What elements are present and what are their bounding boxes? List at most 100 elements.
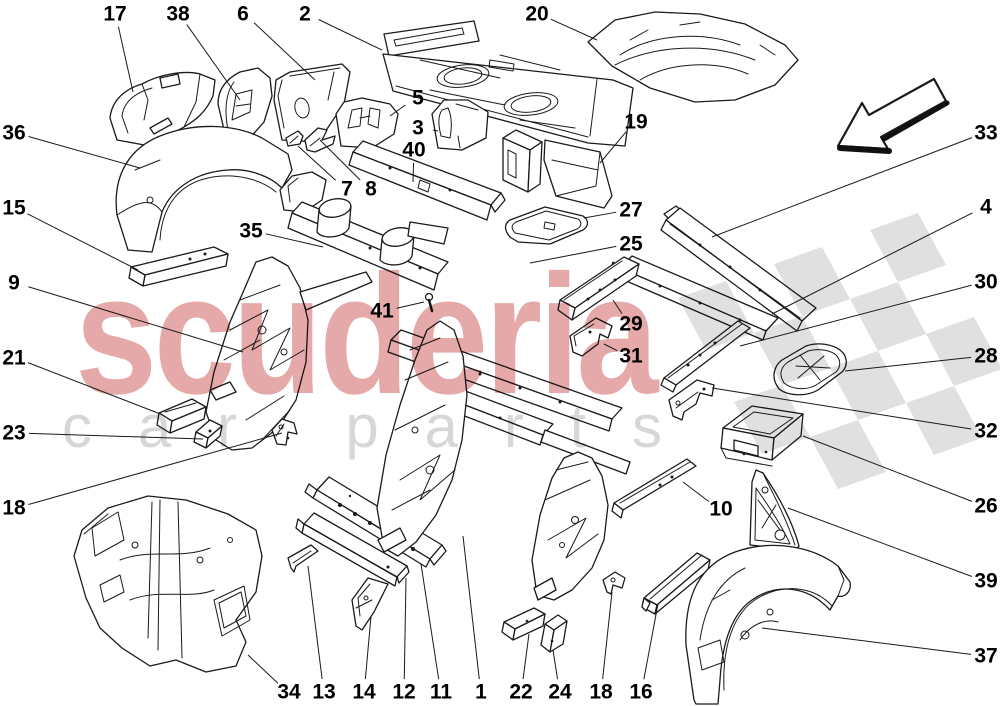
leader-line-37	[761, 627, 972, 655]
part-label-8: 8	[365, 178, 377, 201]
part-1-rear-frame-assembly	[376, 320, 631, 601]
part-15-sill-rail	[128, 246, 229, 287]
part-18-angle-bracket-left	[271, 418, 298, 446]
leader-line-12	[403, 577, 407, 680]
part-label-37: 37	[974, 645, 997, 668]
part-3-panel	[431, 99, 489, 151]
part-14-strut	[351, 577, 389, 631]
part-label-30: 30	[974, 271, 997, 294]
part-label-12: 12	[392, 681, 415, 704]
flag-cell	[850, 282, 926, 351]
part-label-35: 35	[239, 220, 263, 243]
part-36-wheel-arch	[115, 125, 293, 253]
part-7-bracket	[285, 130, 304, 147]
leader-line-2	[318, 19, 383, 51]
part-label-21: 21	[2, 347, 26, 370]
part-label-23: 23	[2, 422, 25, 445]
leader-line-40	[412, 162, 415, 183]
part-label-38: 38	[166, 3, 190, 26]
part-41-bolt	[424, 292, 434, 313]
leader-line-30	[739, 284, 972, 347]
leader-line-11	[420, 563, 440, 680]
part-17-wheelhouse-cover	[109, 71, 216, 147]
part-35-tunnel-assembly	[279, 171, 449, 291]
flag-cell	[734, 385, 810, 454]
part-label-25: 25	[619, 233, 643, 256]
leader-line-26	[802, 435, 973, 502]
part-label-2: 2	[299, 3, 311, 26]
part-label-15: 15	[2, 197, 26, 220]
leader-line-16	[643, 603, 659, 680]
leader-line-39	[787, 507, 973, 577]
leader-line-27	[583, 211, 617, 219]
part-5-panel	[335, 97, 399, 149]
leader-line-5	[389, 104, 406, 117]
checkered-flag-motif	[678, 213, 1000, 489]
leader-line-21	[27, 362, 164, 416]
part-31-bracket	[569, 317, 613, 357]
leader-line-4	[771, 212, 973, 315]
part-label-5: 5	[412, 87, 424, 110]
part-20-rear-floor	[587, 11, 799, 103]
leader-line-29	[612, 299, 623, 314]
leader-line-14	[364, 615, 372, 680]
part-label-6: 6	[237, 3, 249, 26]
part-39-triangular-panel	[749, 469, 800, 551]
leader-line-13	[307, 565, 323, 680]
part-32-bracket	[668, 379, 715, 421]
part-16-square-rail	[641, 552, 711, 615]
part-13-strip	[287, 544, 319, 573]
part-label-31: 31	[619, 345, 643, 368]
leader-line-38	[186, 24, 241, 101]
part-label-11: 11	[430, 681, 453, 704]
leader-line-20	[550, 18, 598, 41]
part-label-18: 18	[2, 497, 26, 520]
part-29-rail	[557, 256, 640, 321]
part-12-sill-rail-front	[295, 512, 410, 587]
leader-line-24	[552, 649, 559, 680]
leader-line-3	[432, 129, 439, 132]
leader-line-28	[844, 356, 972, 372]
part-label-29: 29	[619, 313, 642, 336]
part-label-13: 13	[312, 681, 335, 704]
part-label-26: 26	[974, 495, 997, 518]
part-21-box-bracket	[156, 398, 207, 434]
part-9-quarter-structure	[205, 256, 373, 451]
part-27-floor-insert	[504, 206, 589, 245]
part-label-9: 9	[8, 272, 20, 295]
watermark-secondary-text: car parts	[62, 393, 662, 460]
flag-cell	[810, 420, 886, 489]
leader-line-34	[247, 654, 279, 684]
flag-cell	[678, 281, 754, 350]
part-34-bulkhead-panel	[73, 495, 263, 673]
part-22-box-bracket	[501, 607, 546, 641]
part-label-34: 34	[277, 681, 301, 704]
leader-line-17	[117, 26, 134, 93]
flag-cell	[870, 213, 946, 282]
flag-cell	[906, 386, 982, 455]
part-23-box-bracket	[193, 419, 223, 449]
leader-line-31	[603, 343, 618, 352]
leader-line-25	[529, 245, 617, 264]
leader-line-32	[711, 387, 972, 430]
leader-line-19	[599, 131, 627, 164]
part-label-18: 18	[589, 681, 613, 704]
part-label-17: 17	[103, 3, 126, 26]
part-19-bracket-assembly	[502, 129, 613, 209]
part-label-19: 19	[624, 111, 647, 134]
flag-cell	[754, 316, 830, 385]
leader-line-18	[602, 591, 613, 680]
leader-line-9	[28, 286, 244, 353]
part-label-3: 3	[412, 117, 424, 140]
part-label-33: 33	[974, 122, 997, 145]
watermark: scuderia car parts	[62, 240, 664, 460]
flag-cell	[926, 317, 1000, 386]
part-label-27: 27	[619, 199, 642, 222]
part-label-36: 36	[2, 122, 25, 145]
part-label-40: 40	[402, 139, 425, 162]
part-label-32: 32	[974, 420, 997, 443]
leader-line-36	[28, 135, 141, 169]
